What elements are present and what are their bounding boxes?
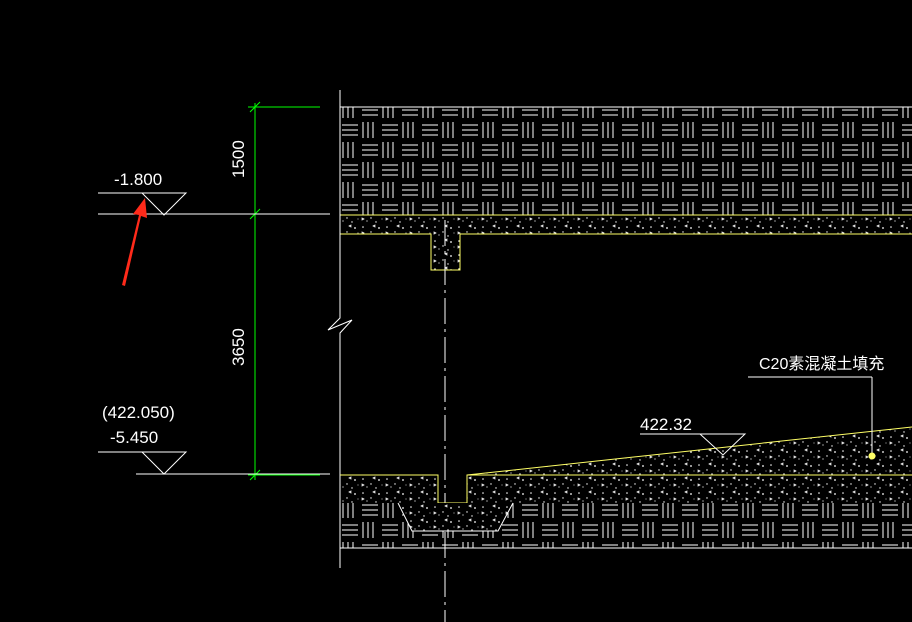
elevation-lower-paren-label: (422.050): [102, 403, 175, 422]
fill-leader: [748, 376, 876, 460]
elevation-slope-label: 422.32: [640, 415, 692, 434]
c20-infill: [466, 426, 912, 476]
elevation-marker-slope: [640, 433, 747, 456]
lower-soil-layer: [340, 502, 912, 549]
elevation-marker-lower: [98, 451, 330, 475]
upper-soil-layer: [340, 106, 912, 215]
elevation-upper-label: -1.800: [114, 170, 162, 189]
elevation-lower-label: -5.450: [110, 428, 158, 447]
elevation-marker-upper: [98, 192, 330, 216]
lower-concrete-slab: [340, 474, 912, 504]
dimension-top-label: 1500: [229, 140, 248, 178]
wall-line: [327, 90, 353, 568]
red-arrow-icon: [122, 198, 147, 286]
dimension-chain: [248, 101, 320, 481]
fill-annotation-label: C20素混凝土填充: [759, 355, 884, 373]
upper-concrete-slab: [340, 214, 912, 271]
dimension-middle-label: 3650: [229, 328, 248, 366]
